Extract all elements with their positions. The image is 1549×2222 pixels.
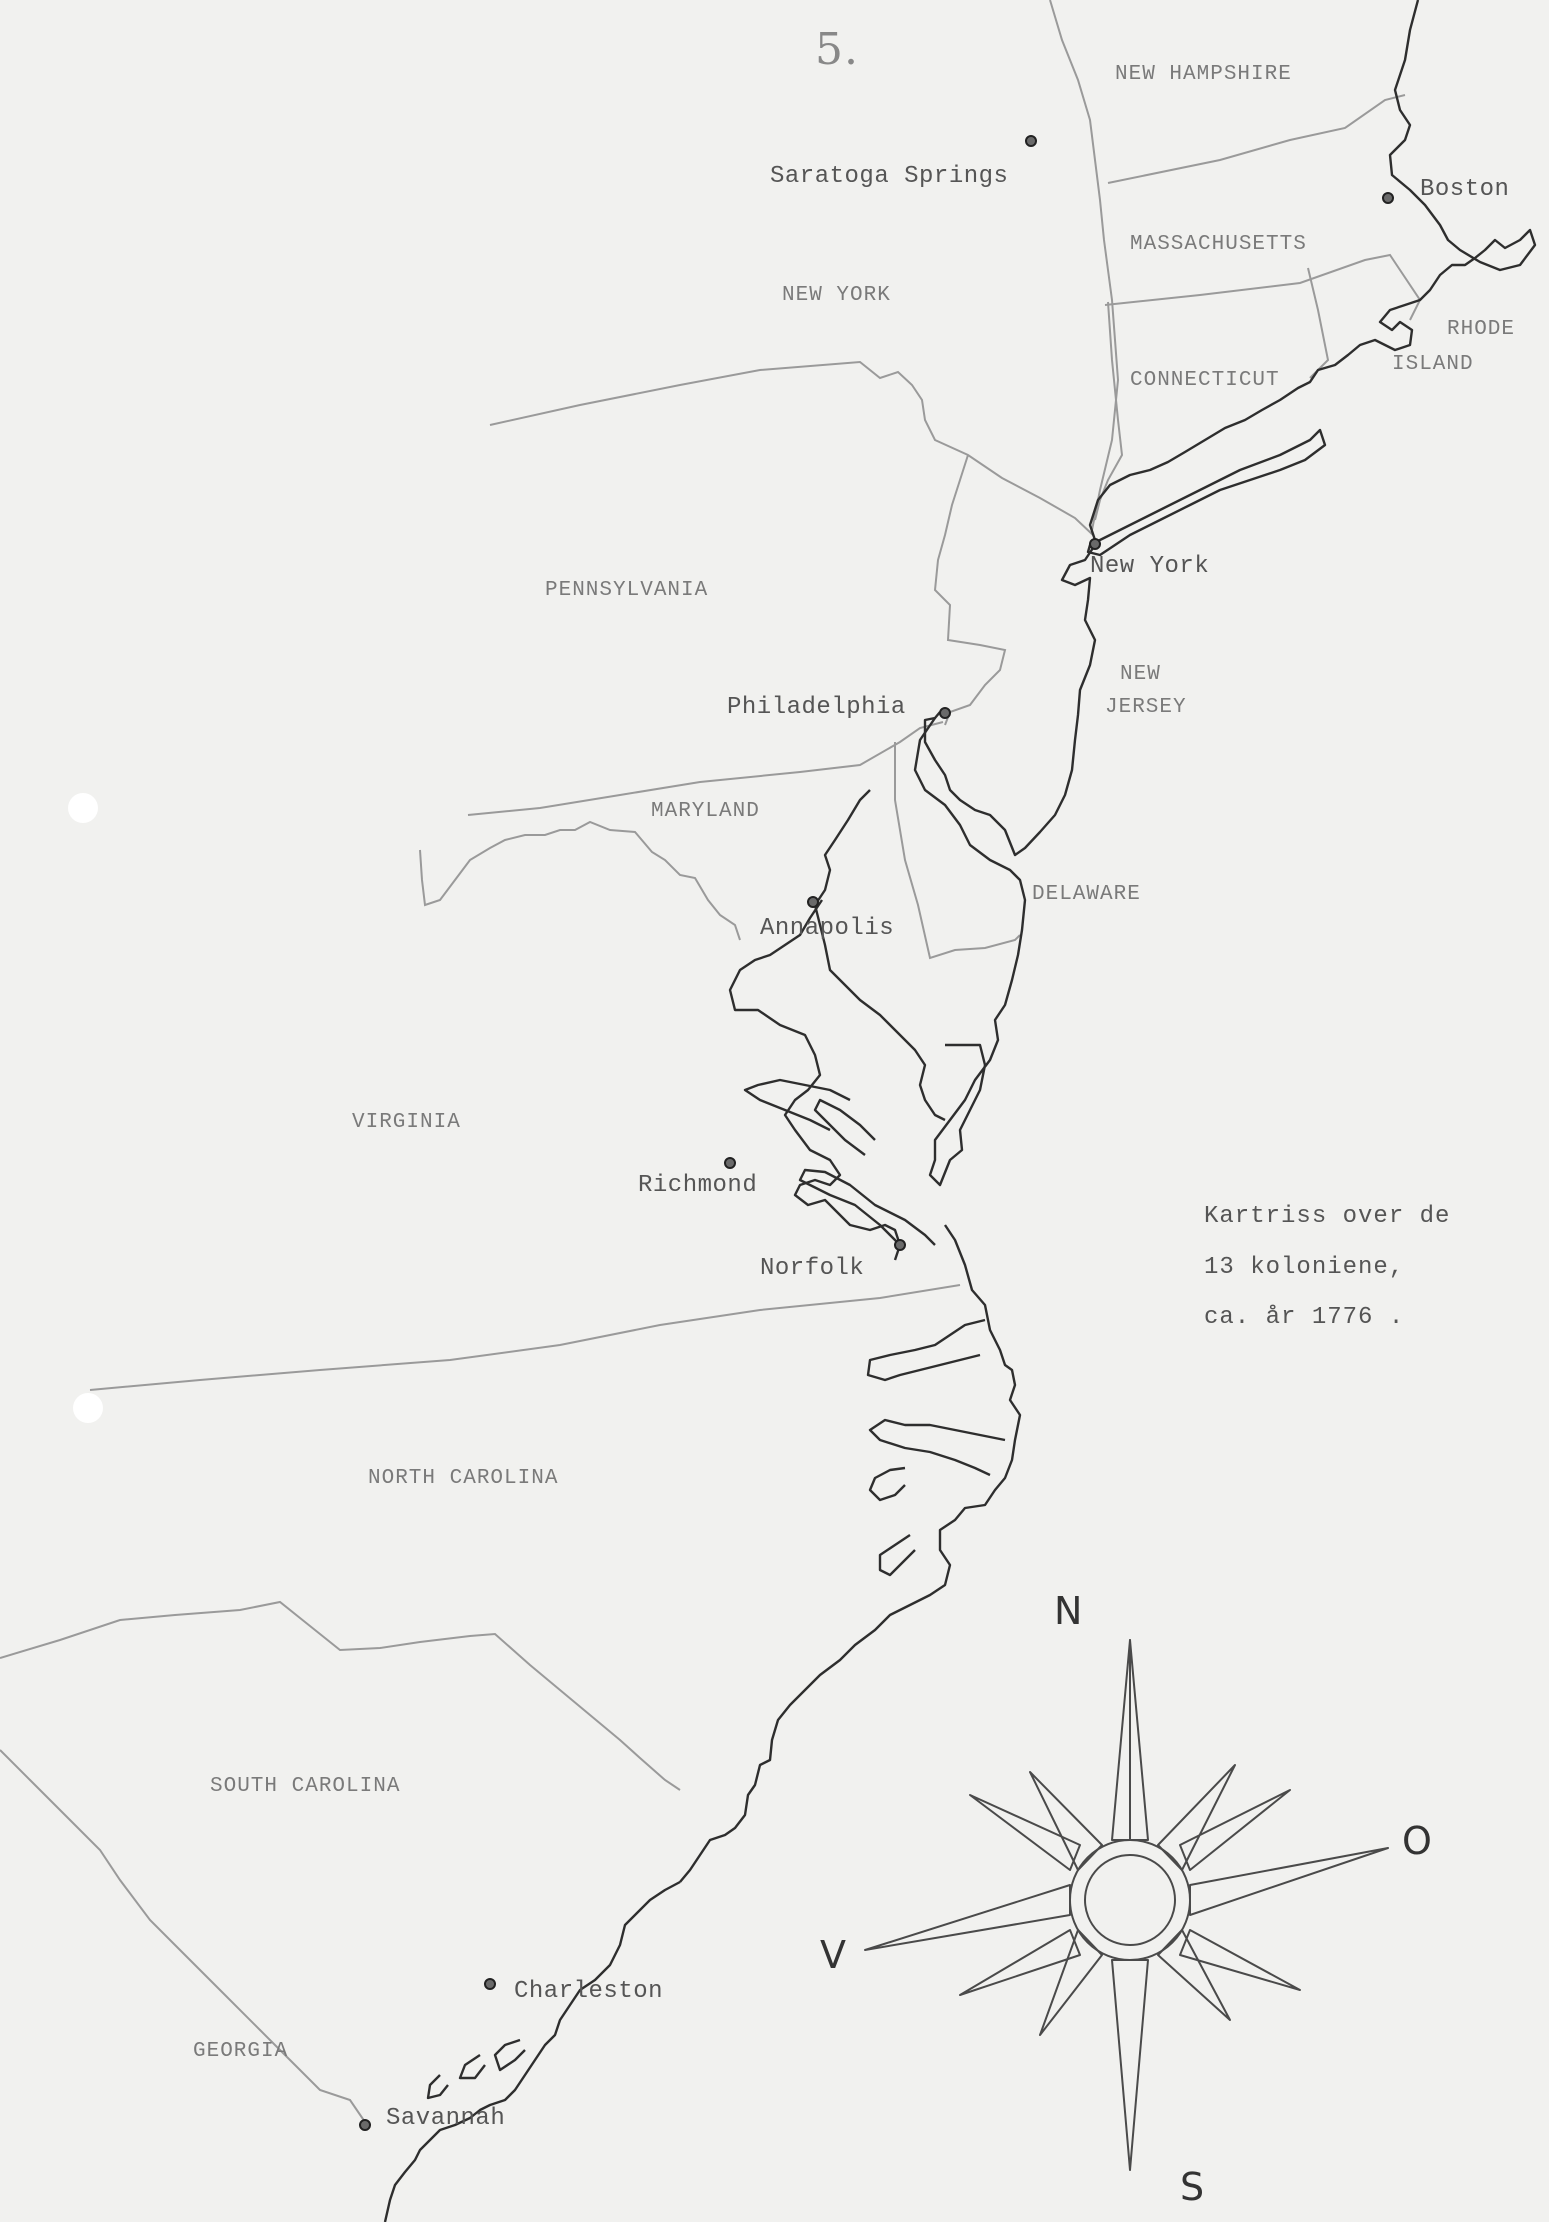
dot-savannah	[359, 2119, 371, 2131]
rappahannock	[813, 1098, 876, 1156]
city-label-philadelphia: Philadelphia	[727, 694, 906, 721]
ct-ri-border	[1307, 267, 1330, 379]
state-borders	[0, 0, 1422, 2123]
state-label-georgia: GEORGIA	[193, 2040, 289, 2063]
dot-charleston	[484, 1978, 496, 1990]
nc-sc-border	[0, 1600, 681, 1791]
sc-islands	[426, 2038, 526, 2100]
nc-sound-2	[878, 1534, 916, 1577]
chesapeake-west	[728, 899, 902, 1261]
md-va-border	[419, 820, 741, 941]
punch-hole-top	[68, 793, 98, 823]
vermont-border	[1049, 0, 1120, 531]
pamlico-inlet	[868, 1418, 1006, 1477]
nc-sound-1	[868, 1466, 906, 1502]
dot-annapolis	[807, 896, 819, 908]
map-caption-line1: Kartriss over de	[1204, 1203, 1451, 1230]
dot-new-york	[1089, 538, 1101, 550]
sc-ga-border	[0, 1749, 366, 2123]
state-label-north-carolina: NORTH CAROLINA	[368, 1467, 559, 1490]
dot-richmond	[724, 1157, 736, 1169]
mass-ct-border	[1104, 253, 1422, 321]
state-label-new-jersey-line2: JERSEY	[1105, 696, 1187, 719]
city-label-richmond: Richmond	[638, 1172, 758, 1199]
coastline	[383, 0, 1537, 2222]
potomac	[743, 1078, 851, 1132]
sc-ga-coast	[383, 1880, 681, 2222]
punch-hole-bottom	[73, 1393, 103, 1423]
city-label-savannah: Savannah	[386, 2105, 506, 2132]
albemarle-sound	[866, 1318, 986, 1382]
state-label-pennsylvania: PENNSYLVANIA	[545, 579, 709, 602]
state-label-massachusetts: MASSACHUSETTS	[1130, 233, 1307, 256]
compass-north-label: N	[1054, 1589, 1084, 1633]
city-label-charleston: Charleston	[514, 1978, 664, 2005]
delaware-border	[894, 742, 1021, 960]
pa-md-border	[467, 721, 944, 816]
ct-ny-border	[1094, 301, 1124, 521]
city-dots	[359, 135, 1394, 2131]
pa-nj-border	[933, 454, 1007, 726]
compass-west-label: V	[820, 1933, 847, 1977]
chesapeake-east	[813, 789, 946, 1122]
state-label-virginia: VIRGINIA	[352, 1111, 461, 1134]
dot-boston	[1382, 192, 1394, 204]
state-label-new-jersey-line1: NEW	[1120, 663, 1161, 686]
dot-norfolk	[894, 1239, 906, 1251]
state-label-new-york: NEW YORK	[782, 284, 891, 307]
city-label-new-york: New York	[1090, 553, 1210, 580]
state-label-delaware: DELAWARE	[1032, 883, 1141, 906]
dot-saratoga-springs	[1025, 135, 1037, 147]
compass-south-label: S	[1180, 2165, 1206, 2209]
compass-east-label: O	[1402, 1819, 1433, 1863]
city-label-boston: Boston	[1420, 176, 1510, 203]
va-nc-border	[89, 1284, 961, 1391]
nh-mass-border	[1107, 94, 1406, 184]
city-label-saratoga-springs: Saratoga Springs	[770, 163, 1009, 190]
dot-philadelphia	[939, 707, 951, 719]
state-label-south-carolina: SOUTH CAROLINA	[210, 1775, 401, 1798]
state-label-rhode-island-line1: RHODE	[1447, 318, 1516, 341]
map-caption-line2: 13 koloniene,	[1204, 1254, 1405, 1281]
map-caption-line3: ca. år 1776 .	[1204, 1304, 1405, 1331]
va-nc-coast	[679, 1224, 1022, 1883]
state-label-new-hampshire: NEW HAMPSHIRE	[1115, 63, 1292, 86]
new-england-coast	[1088, 0, 1537, 541]
long-island	[1086, 428, 1327, 557]
nj-coast	[923, 544, 1097, 857]
city-label-norfolk: Norfolk	[760, 1255, 865, 1282]
state-label-rhode-island-line2: ISLAND	[1392, 353, 1474, 376]
ny-pa-border	[489, 360, 1094, 536]
james-river	[798, 1168, 936, 1246]
delmarva-coast	[913, 717, 1027, 1187]
state-label-maryland: MARYLAND	[651, 800, 760, 823]
city-label-annapolis: Annapolis	[760, 915, 895, 942]
state-label-connecticut: CONNECTICUT	[1130, 369, 1280, 392]
page-number: 5.	[815, 24, 859, 75]
compass-rose	[864, 1639, 1389, 2171]
